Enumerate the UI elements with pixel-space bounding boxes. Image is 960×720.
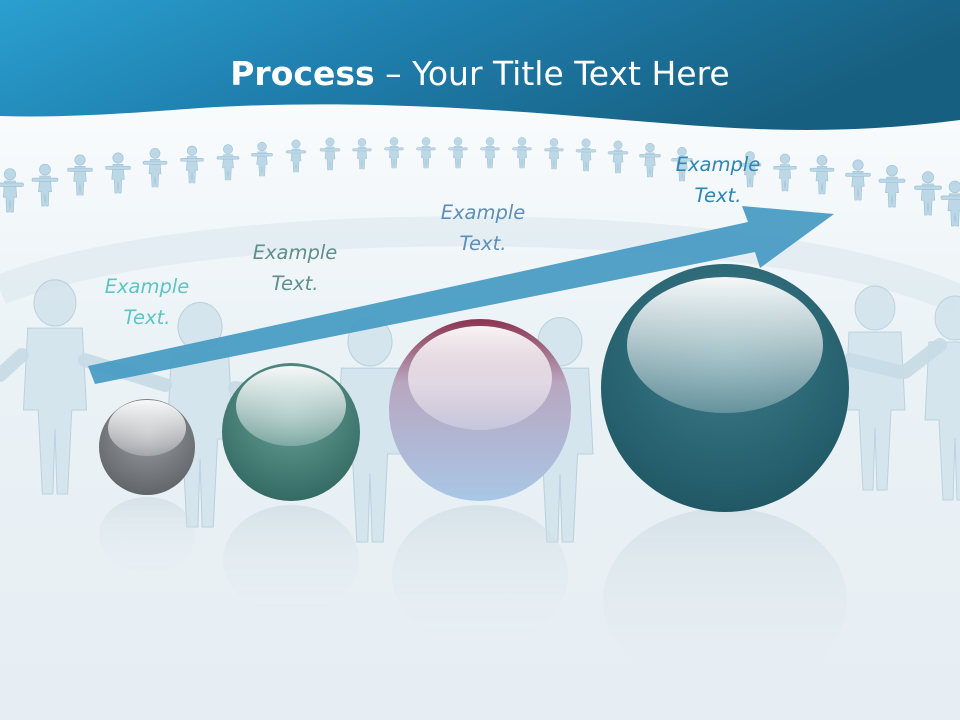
step-label-3-line1: Example — [440, 201, 526, 224]
step-label-4: Example Text. — [633, 149, 803, 211]
step-label-2-line1: Example — [252, 241, 338, 264]
step-label-2: Example Text. — [210, 237, 380, 299]
sphere-1 — [99, 399, 195, 495]
page-title: Process – Your Title Text Here — [0, 54, 960, 94]
step-label-1-line2: Text. — [123, 306, 171, 329]
sphere-4 — [601, 264, 849, 512]
title-bold: Process — [230, 54, 375, 93]
title-rest: Your Title Text Here — [412, 54, 730, 93]
progress-arrow — [88, 206, 834, 384]
sphere-reflections — [99, 497, 847, 692]
step-label-3-line2: Text. — [459, 232, 507, 255]
crowd-ring-shadow — [0, 216, 960, 314]
step-label-4-line1: Example — [675, 153, 761, 176]
header-band — [0, 0, 960, 130]
step-label-1: Example Text. — [62, 271, 232, 333]
sphere-2 — [222, 363, 360, 501]
step-label-3: Example Text. — [398, 197, 568, 259]
step-label-4-line2: Text. — [694, 184, 742, 207]
title-separator: – — [374, 54, 413, 93]
step-label-1-line1: Example — [104, 275, 190, 298]
sphere-3 — [389, 319, 571, 501]
step-label-2-line2: Text. — [271, 272, 319, 295]
